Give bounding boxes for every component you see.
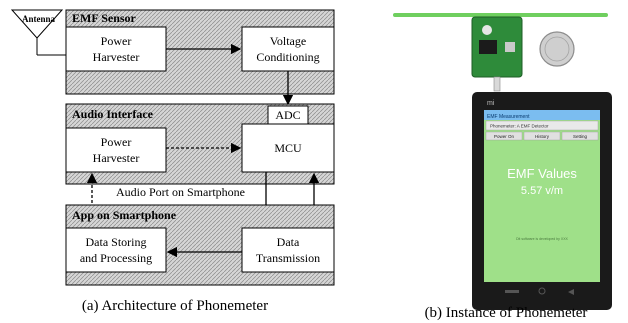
home-key-icon[interactable] (538, 287, 546, 295)
power-harvester-2-line2: Harvester (93, 151, 140, 165)
phone-brand: mi (487, 100, 495, 107)
power-harvester-2-line1: Power (101, 135, 132, 149)
app-title-bar (484, 110, 600, 120)
phonemeter-photo: mi EMF Measurement Phonemeter: A EMF Det… (393, 13, 612, 321)
power-on-button[interactable] (485, 131, 523, 141)
power-harvester-1-line1: Power (101, 34, 132, 48)
back-key-icon[interactable] (568, 289, 574, 295)
emf-sensor-header: EMF Sensor (72, 11, 137, 25)
audio-port-label: Audio Port on Smartphone (116, 185, 245, 199)
voltage-conditioning-block (241, 26, 335, 72)
adc-label: ADC (275, 108, 300, 122)
data-transmission-block (241, 227, 335, 273)
caption-b: (b) Instance of Phonemeter (425, 305, 588, 321)
caption-a: (a) Architecture of Phonemeter (82, 298, 268, 314)
antenna-label: Antenna (22, 14, 56, 24)
data-storing-line1: Data Storing (86, 235, 147, 249)
power-harvester-2-block (65, 127, 167, 173)
emf-reading-value: 5.57 v/m (521, 185, 563, 197)
board-component (505, 42, 515, 52)
mcu-block (241, 123, 335, 173)
app-header: App on Smartphone (72, 208, 177, 222)
app-dropdown[interactable] (485, 120, 599, 131)
app-dropdown-label: Phonemeter: A EMF Detector (490, 124, 549, 129)
emf-values-title: EMF Values (507, 166, 577, 181)
board-chip (479, 40, 497, 54)
data-storing-line2: and Processing (80, 251, 152, 265)
board-logo-icon (482, 25, 492, 35)
voltage-conditioning-line2: Conditioning (256, 50, 319, 64)
audio-plug (493, 76, 501, 92)
setting-button[interactable] (561, 131, 599, 141)
data-transmission-line2: Transmission (256, 251, 320, 265)
power-harvester-1-line2: Harvester (93, 50, 140, 64)
power-on-label: Power On (494, 134, 515, 139)
audio-interface-header: Audio Interface (72, 107, 154, 121)
history-label: History (535, 134, 550, 139)
antenna-wire (393, 13, 608, 17)
app-title: EMF Measurement (487, 114, 530, 120)
data-storing-block (65, 227, 167, 273)
setting-label: Setting (573, 134, 588, 139)
app-footer: Dit software is developed by XXX (516, 237, 568, 241)
data-transmission-line1: Data (277, 235, 300, 249)
menu-key-icon[interactable] (505, 290, 519, 293)
history-button[interactable] (523, 131, 561, 141)
architecture-diagram: Antenna EMF Sensor Power Harvester Volta… (10, 9, 335, 314)
antenna-icon (10, 9, 66, 56)
mcu-label: MCU (274, 141, 302, 155)
power-harvester-1-block (65, 26, 167, 72)
voltage-conditioning-line1: Voltage (270, 34, 306, 48)
